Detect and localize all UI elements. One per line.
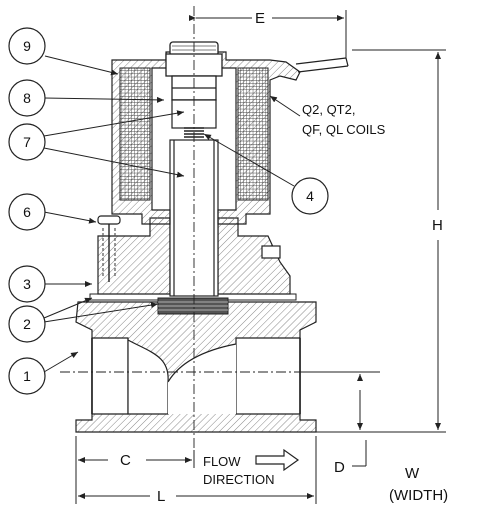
svg-text:2: 2 (23, 316, 31, 332)
valve-body (75, 301, 317, 433)
svg-text:3: 3 (23, 276, 31, 292)
dim-label-l: L (157, 488, 165, 505)
leader-lines (43, 55, 301, 373)
dim-label-c: C (120, 452, 131, 469)
dim-label-w-sub: (WIDTH) (389, 487, 448, 504)
flow-arrow-icon (255, 448, 300, 472)
dimension-lines (75, 10, 446, 504)
coil-lead-wire (295, 57, 349, 73)
callout-3: 3 (8, 265, 46, 303)
svg-text:9: 9 (23, 38, 31, 54)
dim-label-w: W (405, 465, 420, 482)
dim-label-e: E (255, 10, 265, 27)
center-lines (60, 6, 376, 468)
coil-label-line1: Q2, QT2, (302, 102, 355, 117)
flow-label-line1: FLOW (203, 454, 241, 469)
dim-label-h: H (432, 217, 443, 234)
callout-4: 4 (291, 177, 329, 215)
svg-text:7: 7 (23, 134, 31, 150)
callout-6: 6 (8, 193, 46, 231)
callout-1: 1 (8, 357, 46, 395)
dim-label-d: D (334, 459, 345, 476)
coil-windings (119, 67, 269, 201)
callout-9: 9 (8, 27, 46, 65)
coil-label-line2: QF, QL COILS (302, 122, 386, 137)
flow-label-line2: DIRECTION (203, 472, 275, 487)
svg-text:8: 8 (23, 90, 31, 106)
callout-2: 2 (8, 305, 46, 343)
svg-text:4: 4 (306, 188, 314, 204)
callout-8: 8 (8, 79, 46, 117)
svg-text:6: 6 (23, 204, 31, 220)
callout-7: 7 (8, 123, 46, 161)
svg-text:1: 1 (23, 368, 31, 384)
